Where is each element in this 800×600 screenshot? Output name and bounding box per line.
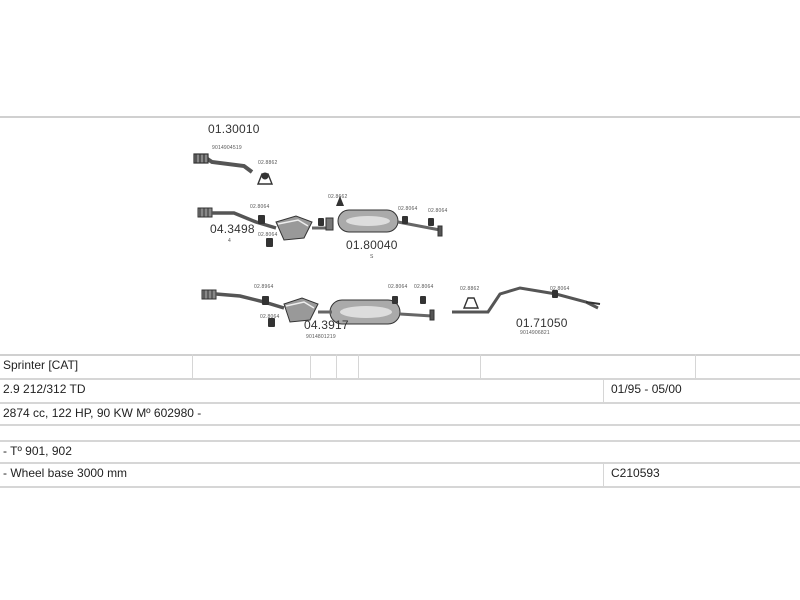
table-top-border [0,354,800,356]
column-divider [336,354,337,378]
part-number-label: 01.71050 [516,316,568,330]
front-pipe-b[interactable] [197,207,277,230]
part-subnumber-label: 9014904519 [212,145,242,151]
part-number-label: 04.3498 [210,222,255,236]
clamp-number-label: 02.8064 [398,206,418,212]
model-cell: Sprinter [CAT] [3,358,79,372]
spec-cell: 2874 cc, 122 HP, 90 KW Mº 602980 - [3,406,202,420]
engine-cell: 2.9 212/312 TD [3,382,86,396]
exhaust-diagram: 01.30010 9014904519 02.8862 04.3498 4 02… [0,118,800,354]
part-number-label: 01.30010 [208,122,260,136]
front-pipe-a[interactable] [193,153,254,174]
column-divider [310,354,311,378]
table-row: 2874 cc, 122 HP, 90 KW Mº 602980 - [0,402,800,426]
hanger-icon [336,196,434,226]
catalytic-converter-a[interactable] [275,215,313,241]
clamp-number-label: 02.8862 [258,160,278,166]
column-divider [695,354,696,378]
part-subnumber-label: S [370,254,374,260]
clamp-number-label: 02.8064 [428,208,448,214]
clamp-icon [256,172,274,185]
wheelbase-cell: - Wheel base 3000 mm [3,466,128,480]
middle-silencer-a[interactable] [312,209,443,237]
part-subnumber-label: 9014801219 [306,334,336,340]
clamp-number-label: 02.8064 [250,204,270,210]
exhaust-diagram-drawing [193,153,601,327]
clamp-number-label: 02.8862 [460,286,480,292]
column-divider [358,354,359,378]
tailpipe[interactable] [452,286,601,314]
clamp-icon [258,215,324,247]
clamp-icon [262,290,558,327]
clamp-number-label: 02.8064 [260,314,280,320]
table-row: - Wheel base 3000 mm C210593 [0,462,800,488]
table-row: - Tº 901, 902 [0,440,800,464]
table-row: 2.9 212/312 TD 01/95 - 05/00 [0,378,800,404]
table-row [0,424,800,442]
code-cell: C210593 [611,466,660,480]
clamp-number-label: 02.8064 [258,232,278,238]
top-border [0,116,800,118]
clamp-number-label: 02.8662 [328,194,348,200]
column-divider [603,462,604,486]
column-divider [192,354,193,378]
type-cell: - Tº 901, 902 [3,444,72,458]
clamp-number-label: 02.8064 [414,284,434,290]
rear-silencer[interactable] [318,299,435,325]
column-divider [480,354,481,378]
part-subnumber-label: 4 [228,238,231,244]
part-number-label: 01.80040 [346,238,398,252]
table-row: Sprinter [CAT] [0,354,800,380]
dates-cell: 01/95 - 05/00 [611,382,682,396]
catalytic-converter-b[interactable] [283,297,319,323]
column-divider [603,378,604,402]
part-number-label: 04.3917 [304,318,349,332]
clamp-number-label: 02.8064 [388,284,408,290]
clamp-number-label: 02.8064 [550,286,570,292]
front-pipe-c[interactable] [201,289,285,310]
clamp-number-label: 02.8964 [254,284,274,290]
part-subnumber-label: 9014906821 [520,330,550,336]
